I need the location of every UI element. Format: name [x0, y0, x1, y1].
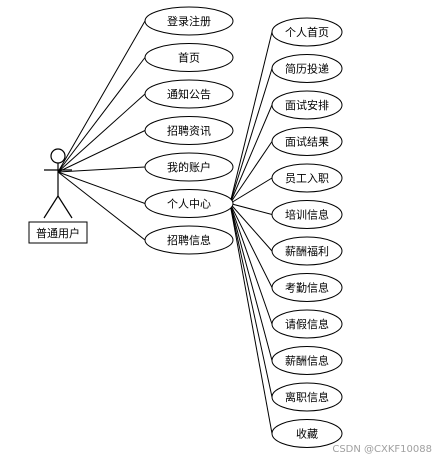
sub-use-case-5-label: 员工入职 [285, 172, 329, 185]
association-center-sub-use-case-5 [229, 177, 273, 204]
primary-use-case-4-label: 招聘资讯 [167, 124, 211, 138]
primary-use-case-3[interactable]: 通知公告 [144, 79, 234, 109]
sub-use-case-6-ellipse [271, 200, 343, 229]
personal-center-use-cases: 个人首页简历投递面试安排面试结果员工入职培训信息薪酬福利考勤信息请假信息薪酬信息… [271, 17, 343, 448]
actor-label-box [28, 221, 88, 244]
sub-use-case-11[interactable]: 离职信息 [271, 382, 343, 412]
primary-use-case-2[interactable]: 首页 [144, 43, 234, 72]
sub-use-case-12[interactable]: 收藏 [271, 419, 343, 448]
actor-left-leg [43, 195, 59, 219]
sub-use-case-9-label: 请假信息 [285, 317, 329, 331]
actor-label: 普通用户 [36, 226, 80, 240]
primary-use-case-1-label: 登录注册 [167, 14, 211, 28]
primary-use-case-3-ellipse [144, 79, 234, 109]
sub-use-case-3-ellipse [271, 90, 343, 120]
association-center-sub-use-case-1 [229, 31, 273, 204]
sub-use-case-8-label: 考勤信息 [285, 281, 329, 295]
sub-use-case-5-ellipse [271, 163, 343, 193]
sub-use-case-1-ellipse [271, 17, 343, 47]
primary-use-case-6-ellipse [144, 189, 234, 218]
primary-use-case-4-ellipse [144, 116, 234, 145]
association-center-sub-use-case-6 [229, 203, 273, 215]
watermark: CSDN @CXKF10088 [332, 444, 432, 455]
primary-use-case-2-ellipse [144, 43, 234, 72]
primary-use-case-1-ellipse [144, 6, 234, 36]
sub-use-case-1[interactable]: 个人首页 [271, 17, 343, 47]
actor-head [50, 148, 66, 164]
sub-use-case-7[interactable]: 薪酬福利 [271, 236, 343, 266]
sub-use-case-10-ellipse [271, 346, 343, 375]
sub-use-case-6-label: 培训信息 [285, 208, 329, 222]
association-center-sub-use-case-4 [229, 141, 273, 204]
association-center-sub-use-case-9 [229, 203, 273, 325]
primary-use-case-7-label: 招聘信息 [167, 233, 211, 247]
primary-use-case-7[interactable]: 招聘信息 [144, 225, 234, 255]
association-center-sub-use-case-2 [229, 68, 273, 204]
sub-use-case-5[interactable]: 员工入职 [271, 163, 343, 193]
association-actor-primary-use-case-6 [57, 171, 146, 204]
sub-use-case-10-label: 薪酬信息 [285, 354, 329, 368]
primary-use-case-3-label: 通知公告 [167, 87, 211, 101]
sub-use-case-7-ellipse [271, 236, 343, 266]
actor-right-leg [57, 195, 73, 219]
association-actor-primary-use-case-4 [57, 130, 146, 173]
sub-use-case-2[interactable]: 简历投递 [271, 54, 343, 83]
sub-use-case-7-label: 薪酬福利 [285, 244, 329, 258]
primary-use-case-4[interactable]: 招聘资讯 [144, 116, 234, 145]
sub-use-case-9[interactable]: 请假信息 [271, 309, 343, 339]
sub-use-case-8[interactable]: 考勤信息 [271, 273, 343, 302]
sub-use-case-3-label: 面试安排 [285, 98, 329, 112]
primary-use-case-2-label: 首页 [178, 51, 200, 65]
association-center-sub-use-case-12 [229, 203, 273, 434]
sub-use-case-12-label: 收藏 [296, 427, 318, 441]
actor: 普通用户 [28, 148, 88, 244]
sub-use-case-2-ellipse [271, 54, 343, 83]
association-center-sub-use-case-10 [229, 203, 273, 361]
primary-use-case-5-label: 我的账户 [167, 160, 211, 174]
association-actor-primary-use-case-5 [57, 166, 146, 173]
sub-use-case-2-label: 简历投递 [285, 62, 329, 76]
sub-use-case-12-ellipse [271, 419, 343, 448]
primary-use-case-1[interactable]: 登录注册 [144, 6, 234, 36]
sub-use-case-4-ellipse [271, 127, 343, 156]
sub-use-case-4-label: 面试结果 [285, 136, 329, 149]
association-actor-primary-use-case-3 [57, 93, 146, 173]
association-lines [57, 20, 273, 434]
primary-use-case-7-ellipse [144, 225, 234, 255]
association-center-sub-use-case-8 [229, 203, 273, 288]
sub-use-case-10[interactable]: 薪酬信息 [271, 346, 343, 375]
sub-use-case-4[interactable]: 面试结果 [271, 127, 343, 156]
sub-use-case-1-label: 个人首页 [285, 25, 329, 39]
sub-use-case-11-label: 离职信息 [285, 390, 329, 404]
association-center-sub-use-case-7 [229, 203, 273, 252]
association-center-sub-use-case-3 [229, 104, 273, 204]
association-center-sub-use-case-11 [229, 203, 273, 398]
sub-use-case-11-ellipse [271, 382, 343, 412]
association-actor-primary-use-case-7 [57, 171, 146, 241]
sub-use-case-3[interactable]: 面试安排 [271, 90, 343, 120]
primary-use-case-5-ellipse [144, 152, 234, 182]
primary-use-case-5[interactable]: 我的账户 [144, 152, 234, 182]
primary-use-case-6-label: 个人中心 [167, 198, 211, 211]
primary-use-case-6[interactable]: 个人中心 [144, 189, 234, 218]
sub-use-case-6[interactable]: 培训信息 [271, 200, 343, 229]
sub-use-case-9-ellipse [271, 309, 343, 339]
association-actor-primary-use-case-2 [57, 57, 146, 173]
association-actor-primary-use-case-1 [57, 20, 146, 173]
sub-use-case-8-ellipse [271, 273, 343, 302]
